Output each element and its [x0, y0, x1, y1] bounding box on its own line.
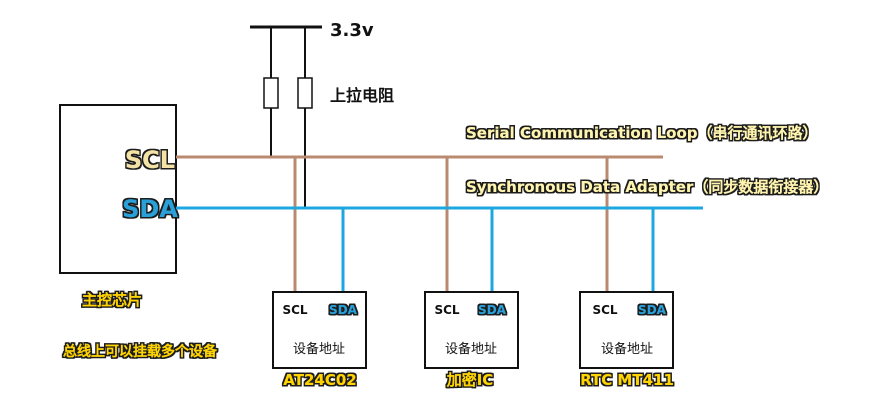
device-2-scl: SCL [434, 303, 459, 317]
scl-bus-description: Serial Communication Loop（串行通讯环路） [466, 124, 818, 142]
device-2-address: 设备地址 [445, 341, 497, 357]
device-3: SCL SDA 设备地址 RTC MT411 [579, 291, 674, 389]
device-1-name: AT24C02 [283, 371, 356, 389]
device-3-sda: SDA [638, 303, 667, 317]
device-2-sda: SDA [478, 303, 507, 317]
sda-bus-description: Synchronous Data Adapter（同步数据衔接器） [466, 178, 828, 196]
device-3-name: RTC MT411 [580, 371, 674, 389]
master-chip-box [59, 104, 177, 274]
device-2-name: 加密IC [446, 371, 494, 389]
device-1-scl: SCL [282, 303, 307, 317]
device-drop-lines [293, 157, 655, 292]
master-scl-label: SCL [125, 146, 175, 174]
pullup-label: 上拉电阻 [330, 86, 394, 105]
device-1-address: 设备地址 [293, 341, 345, 357]
bus-note: 总线上可以挂载多个设备 [63, 343, 218, 360]
master-chip-name: 主控芯片 [82, 291, 142, 309]
device-3-box [579, 291, 674, 369]
device-1-box [272, 291, 367, 369]
pullup-resistor-sda [297, 77, 313, 109]
device-2: SCL SDA 设备地址 加密IC [424, 291, 519, 389]
pullup-resistor-scl [263, 77, 279, 109]
device-3-scl: SCL [592, 303, 617, 317]
master-sda-label: SDA [122, 195, 178, 223]
device-1-sda: SDA [329, 303, 358, 317]
device-1: SCL SDA 设备地址 AT24C02 [272, 291, 367, 389]
device-2-box [424, 291, 519, 369]
voltage-label: 3.3v [330, 20, 374, 41]
device-3-address: 设备地址 [601, 341, 653, 357]
